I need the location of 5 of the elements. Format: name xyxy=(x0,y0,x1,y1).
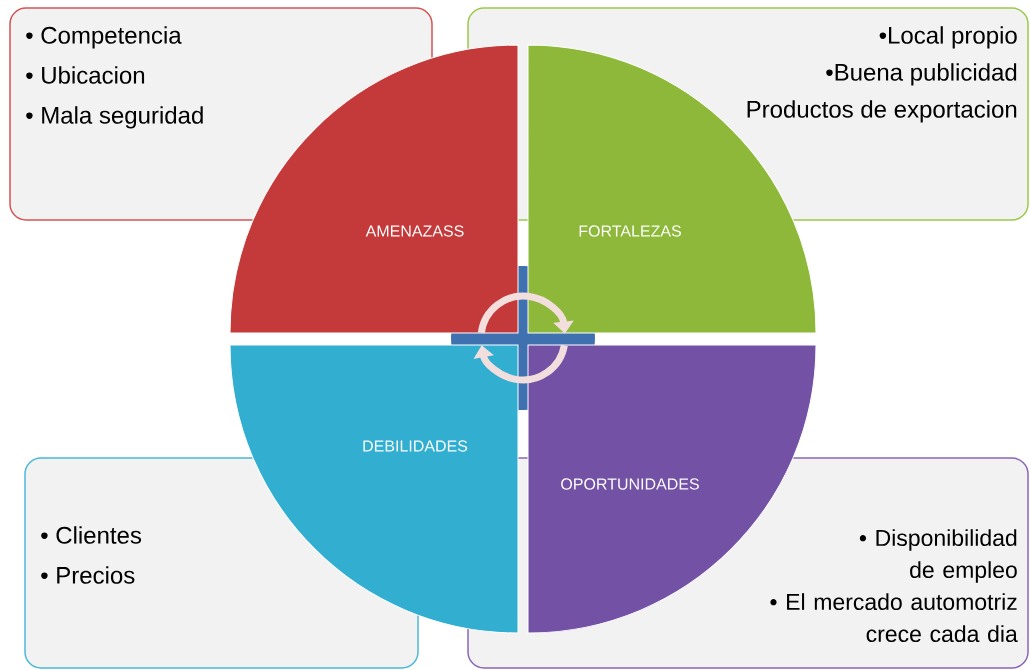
bullet-list: • Competencia • Ubicacion • Mala seguridad xyxy=(26,26,203,129)
bullet-list: • Clientes • Precios xyxy=(41,526,142,584)
quadrant-sector: AMENAZASS xyxy=(229,44,519,334)
node-label: • Disponibilidad de empleo xyxy=(859,529,1017,583)
quadrant-sector: DEBILIDADES xyxy=(229,344,519,634)
